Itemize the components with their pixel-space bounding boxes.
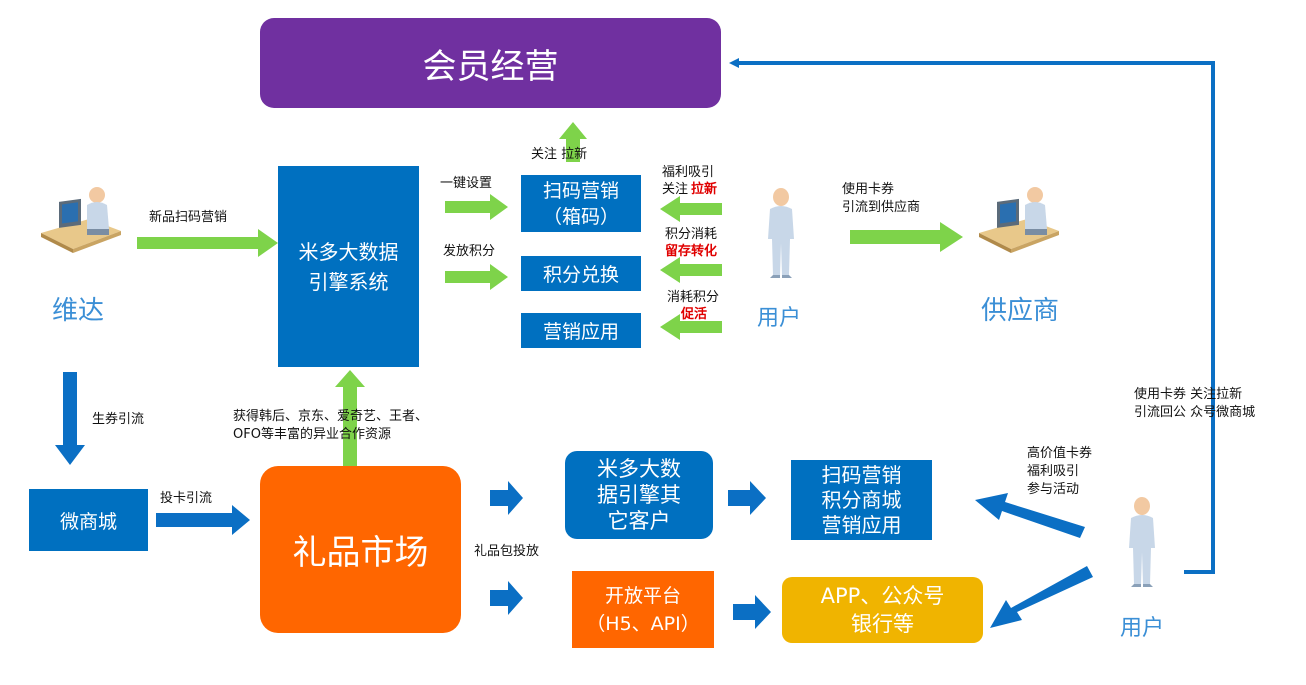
open-platform-text: 开放平台 （H5、API）: [586, 584, 700, 635]
card-follow-line1: 使用卡券 关注拉新: [1134, 387, 1243, 402]
member-ops-box: 会员经营: [260, 18, 721, 108]
use-card-line1: 使用卡券: [842, 182, 895, 197]
high-value-line3: 参与活动: [1027, 482, 1080, 497]
engine-text: 米多大数据 引擎系统: [298, 239, 399, 294]
arrow-user-to-scan: [975, 493, 1085, 538]
gift-market-box: 礼品市场: [260, 466, 461, 633]
points-exchange-text: 积分兑换: [542, 264, 619, 286]
welfare-line2b: 拉新: [691, 182, 718, 197]
follow-label: 关注 拉新: [531, 147, 588, 162]
scan-marketing-box: 扫码营销 （箱码）: [521, 175, 641, 232]
card-follow-line2: 引流回公 众号微商城: [1134, 405, 1256, 420]
arrow-welfare-left: [660, 196, 722, 222]
scan-marketing-text: 扫码营销 （箱码）: [542, 179, 619, 228]
gift-package-label: 礼品包投放: [474, 544, 540, 559]
high-value-line1: 高价值卡券: [1027, 446, 1093, 461]
arrow-consume-points-left: [660, 314, 722, 340]
arrow-gift-to-open: [490, 581, 523, 615]
use-card-line2: 引流到供应商: [842, 200, 921, 215]
weida-label: 维达: [52, 296, 105, 326]
arrow-follow-up: [559, 122, 587, 162]
supplier-label: 供应商: [981, 296, 1060, 326]
points-consume-line1: 积分消耗: [665, 227, 718, 242]
card-traffic-label: 投卡引流: [160, 491, 213, 506]
app-wechat-text: APP、公众号 银行等: [820, 584, 945, 636]
arrow-weida-to-engine: [137, 229, 278, 257]
arrow-clients-to-scan: [728, 481, 766, 515]
computer-user-icon: [41, 187, 121, 253]
member-ops-text: 会员经营: [422, 46, 559, 87]
arrow-open-to-app: [733, 595, 771, 629]
arrow-gift-to-clients: [490, 481, 523, 515]
arrow-gift-to-engine: [335, 370, 365, 467]
arrow-points-consume-left: [660, 257, 722, 283]
person-icon: [768, 188, 794, 278]
marketing-app-text: 营销应用: [542, 321, 619, 343]
arrow-issue-points: [445, 264, 508, 290]
person-icon: [1129, 497, 1155, 587]
resources-line1: 获得韩后、京东、爱奇艺、王者、: [233, 409, 429, 424]
other-clients-text: 米多大数 据引擎其 它客户: [597, 457, 681, 533]
high-value-line2: 福利吸引: [1027, 464, 1080, 479]
user-top-label: 用户: [757, 306, 802, 331]
welfare-line1: 福利吸引: [662, 165, 715, 180]
micro-mall-box: 微商城: [29, 489, 148, 551]
arrow-mall-to-gift: [156, 505, 250, 535]
arrow-user-to-member: [729, 58, 1215, 574]
engine-box: 米多大数据 引擎系统: [278, 166, 419, 367]
computer-user-icon: [979, 187, 1059, 253]
new-product-scan-label: 新品扫码营销: [149, 210, 228, 225]
gift-market-text: 礼品市场: [292, 533, 429, 573]
arrow-user-to-supplier: [850, 222, 963, 252]
scan-points-box: 扫码营销 积分商城 营销应用: [791, 460, 932, 540]
consume-points-line1: 消耗积分: [667, 290, 720, 305]
issue-points-label: 发放积分: [443, 244, 496, 259]
welfare-line2a: 关注: [662, 182, 689, 197]
open-platform-box: 开放平台 （H5、API）: [572, 571, 714, 648]
user-bottom-label: 用户: [1120, 616, 1165, 641]
consume-points-line2: 促活: [681, 307, 708, 322]
arrow-user-to-app: [990, 566, 1093, 628]
scan-points-text: 扫码营销 积分商城 营销应用: [821, 462, 902, 537]
other-clients-box: 米多大数 据引擎其 它客户: [565, 451, 713, 539]
resources-line2: OFO等丰富的异业合作资源: [233, 427, 391, 442]
points-consume-line2: 留存转化: [665, 244, 718, 259]
arrow-weida-down: [55, 372, 85, 465]
micro-mall-text: 微商城: [59, 510, 117, 533]
one-key-label: 一键设置: [440, 176, 493, 191]
points-exchange-box: 积分兑换: [521, 256, 641, 291]
app-wechat-box: APP、公众号 银行等: [782, 577, 983, 643]
marketing-app-box: 营销应用: [521, 313, 641, 348]
coupon-traffic-label: 生券引流: [92, 412, 145, 427]
arrow-one-key-setting: [445, 194, 508, 220]
